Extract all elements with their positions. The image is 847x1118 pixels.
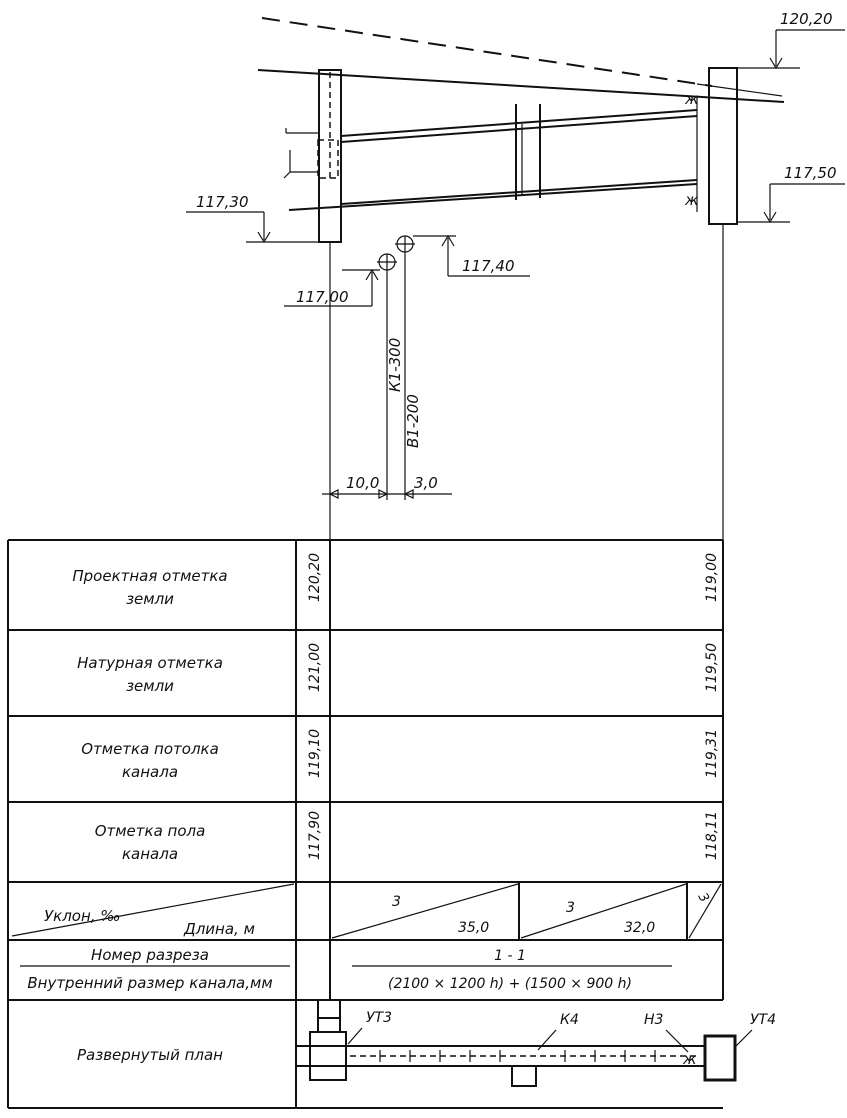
right-chamber — [708, 67, 738, 225]
channel-floor-line-1 — [288, 183, 698, 211]
row1-label-line1: Проектная отметка — [72, 567, 227, 585]
section-label-top: Номер разреза — [91, 946, 209, 964]
profile-section: ж ж 120,20 117,50 117,30 117,40 117,00 — [186, 10, 845, 540]
elevation-pipe-upper-arrow — [441, 234, 455, 276]
lower-stop-marker: ж — [684, 191, 699, 209]
elevation-right-mid: 117,50 — [784, 164, 837, 182]
pipe-k1-label: К1-300 — [386, 338, 404, 392]
elevation-top-right-arrow — [769, 30, 783, 70]
row2-end-value: 119,50 — [704, 643, 720, 692]
slope-seg2-value: 3 — [566, 900, 575, 916]
section-size: (2100 × 1200 h) + (1500 × 900 h) — [388, 976, 632, 992]
left-chamber-box — [317, 139, 339, 179]
row1-start-value: 120,20 — [307, 553, 323, 602]
slope-seg2-diagonal — [520, 883, 687, 939]
upper-stop-marker: ж — [684, 90, 699, 108]
section-number: 1 - 1 — [494, 948, 526, 964]
plan-chamber-ut3 — [309, 1031, 347, 1081]
slope-seg1-value: 3 — [392, 894, 401, 910]
row1-label-line2: земли — [126, 590, 174, 608]
row2-label-line1: Натурная отметка — [77, 654, 223, 672]
section-label-bottom: Внутренний размер канала,мм — [27, 974, 272, 992]
left-chamber-stub — [283, 128, 319, 179]
row2-start-value: 121,00 — [307, 643, 323, 692]
offset-right-value: 3,0 — [414, 474, 438, 492]
design-ground-line — [261, 17, 713, 87]
plan-node-h3: Н3 — [644, 1012, 663, 1028]
offset-mid-arrow — [378, 489, 389, 499]
slope-label-bottom: Длина, м — [183, 920, 255, 938]
row3-label-line1: Отметка потолка — [81, 740, 219, 758]
row4-label-line2: канала — [122, 845, 178, 863]
slope-seg3-diagonal — [688, 883, 722, 939]
plan-chamber-ut4 — [703, 1034, 737, 1082]
slope-label-diagonal — [11, 883, 295, 937]
row4-label-line1: Отметка пола — [95, 822, 206, 840]
elevation-pipe-lower-arrow — [365, 268, 379, 306]
plan-label: Развернутый план — [77, 1046, 223, 1064]
row3-start-value: 119,10 — [307, 729, 323, 778]
row1-end-value: 119,00 — [704, 553, 720, 602]
elevation-top-right: 120,20 — [780, 10, 833, 28]
offset-left-value: 10,0 — [346, 474, 379, 492]
elevation-right-mid-arrow — [763, 184, 777, 224]
elevation-left-arrow — [257, 212, 271, 244]
channel-floor-line-2 — [340, 179, 698, 205]
row3-label-line2: канала — [122, 763, 178, 781]
row4-end-value: 118,11 — [704, 811, 720, 860]
slope-seg1-diagonal — [331, 883, 519, 939]
plan-chamber-k4 — [511, 1066, 537, 1087]
plan-node-k4: К4 — [560, 1012, 579, 1028]
unfolded-plan: ж УТ3 К4 Н3 УТ4 — [296, 1000, 776, 1087]
row3-end-value: 119,31 — [704, 729, 720, 778]
row2-label-line2: земли — [126, 677, 174, 695]
row4-start-value: 117,90 — [307, 811, 323, 860]
channel-ceiling-line-1 — [340, 109, 698, 137]
elevation-pipe-upper: 117,40 — [462, 257, 515, 275]
pipe-b1-label: В1-200 — [404, 394, 422, 448]
slope-seg2-length: 32,0 — [624, 920, 655, 936]
plan-stop-marker: ж — [682, 1050, 697, 1068]
slope-label-top: Уклон, ‰ — [44, 907, 121, 925]
right-slope-line — [696, 83, 783, 97]
profile-table: Проектная отметка земли 120,20 119,00 На… — [7, 539, 724, 1109]
channel-ceiling-line-2 — [340, 115, 698, 143]
plan-node-ut3: УТ3 — [366, 1010, 392, 1026]
offset-left-arrow — [328, 489, 339, 499]
plan-node-ut4: УТ4 — [750, 1012, 776, 1028]
elevation-left: 117,30 — [196, 193, 249, 211]
elevation-pipe-lower: 117,00 — [296, 288, 349, 306]
slope-seg1-length: 35,0 — [458, 920, 489, 936]
offset-right-arrow — [403, 489, 414, 499]
natural-ground-line — [257, 69, 785, 103]
